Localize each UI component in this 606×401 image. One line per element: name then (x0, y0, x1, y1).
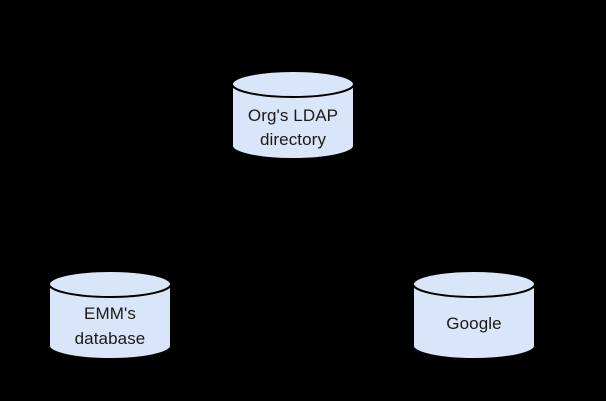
cylinder-top (412, 270, 536, 298)
node-label: Google (412, 311, 536, 336)
node-emm-database: EMM's database (48, 270, 172, 360)
node-label-line: database (74, 329, 146, 348)
node-label: EMM's database (48, 301, 172, 351)
cylinder-top (48, 270, 172, 298)
node-label: Org's LDAP directory (231, 104, 355, 152)
node-label-line: Org's LDAP (247, 106, 339, 125)
node-label-line: directory (259, 130, 327, 149)
cylinder-body (231, 84, 355, 160)
node-label-line: Google (446, 314, 502, 333)
cylinder-top (231, 70, 355, 98)
cylinder-body (412, 284, 536, 360)
cylinder-body (48, 284, 172, 360)
database-cylinder-icon (231, 70, 355, 160)
node-org-ldap-directory: Org's LDAP directory (231, 70, 355, 160)
database-cylinder-icon (412, 270, 536, 360)
node-google: Google (412, 270, 536, 360)
node-label-line: EMM's (84, 304, 136, 323)
database-cylinder-icon (48, 270, 172, 360)
